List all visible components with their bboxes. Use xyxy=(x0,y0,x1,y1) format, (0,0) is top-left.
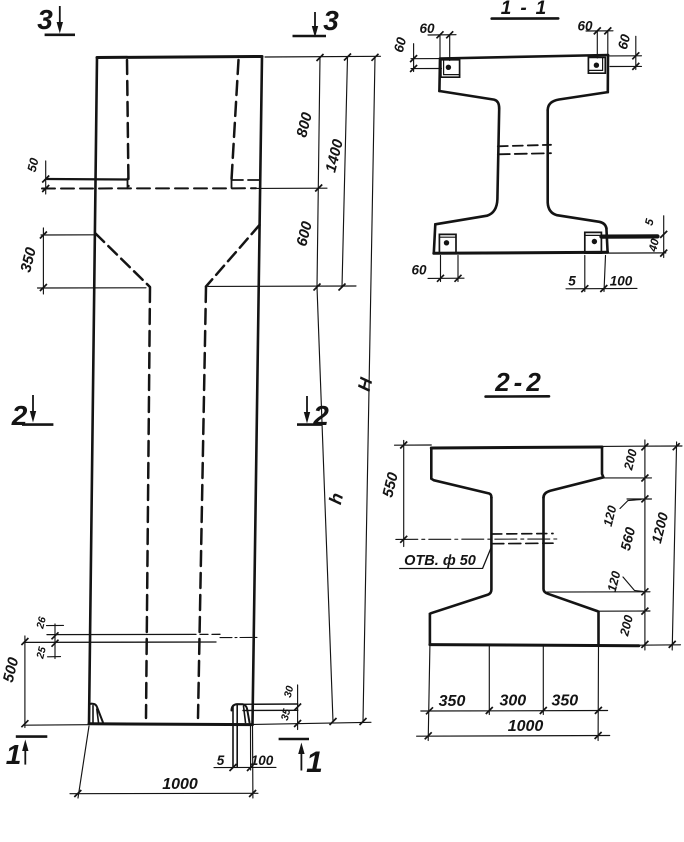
svg-text:800: 800 xyxy=(293,110,316,139)
svg-text:1000: 1000 xyxy=(162,776,198,793)
svg-text:60: 60 xyxy=(411,263,427,278)
svg-text:120: 120 xyxy=(601,504,620,528)
svg-text:350: 350 xyxy=(439,693,466,710)
svg-text:560: 560 xyxy=(617,525,638,552)
svg-text:5: 5 xyxy=(643,217,656,227)
svg-text:30: 30 xyxy=(282,685,297,699)
svg-text:1000: 1000 xyxy=(508,718,544,735)
svg-text:5: 5 xyxy=(217,753,225,768)
svg-text:3: 3 xyxy=(323,5,339,36)
svg-text:ОТВ. ф 50: ОТВ. ф 50 xyxy=(404,553,476,569)
svg-text:100: 100 xyxy=(610,274,633,289)
svg-text:26: 26 xyxy=(34,616,49,631)
svg-text:60: 60 xyxy=(419,21,435,36)
svg-text:5: 5 xyxy=(568,274,576,289)
svg-text:300: 300 xyxy=(499,693,526,710)
svg-text:60: 60 xyxy=(615,32,633,51)
svg-text:25: 25 xyxy=(34,646,49,661)
svg-text:2: 2 xyxy=(312,400,329,431)
svg-text:60: 60 xyxy=(577,19,593,34)
svg-text:1: 1 xyxy=(306,746,323,779)
svg-text:600: 600 xyxy=(293,219,316,248)
svg-text:60: 60 xyxy=(391,35,409,54)
svg-text:2: 2 xyxy=(11,400,28,431)
svg-text:200: 200 xyxy=(621,448,640,473)
svg-text:100: 100 xyxy=(251,753,274,768)
svg-text:500: 500 xyxy=(0,655,23,684)
svg-text:200: 200 xyxy=(617,614,636,639)
svg-text:35: 35 xyxy=(279,708,294,722)
svg-text:40: 40 xyxy=(647,237,662,254)
svg-text:2-2: 2-2 xyxy=(494,367,545,397)
svg-text:350: 350 xyxy=(17,245,40,274)
svg-text:350: 350 xyxy=(551,693,578,710)
svg-text:50: 50 xyxy=(25,157,42,174)
svg-text:H: H xyxy=(354,375,377,393)
svg-text:h: h xyxy=(325,491,347,507)
svg-text:3: 3 xyxy=(37,4,53,35)
svg-text:120: 120 xyxy=(605,570,624,594)
svg-text:1: 1 xyxy=(6,739,22,770)
svg-text:1-1: 1-1 xyxy=(501,0,555,19)
svg-text:1200: 1200 xyxy=(648,511,671,545)
svg-text:550: 550 xyxy=(379,470,402,499)
